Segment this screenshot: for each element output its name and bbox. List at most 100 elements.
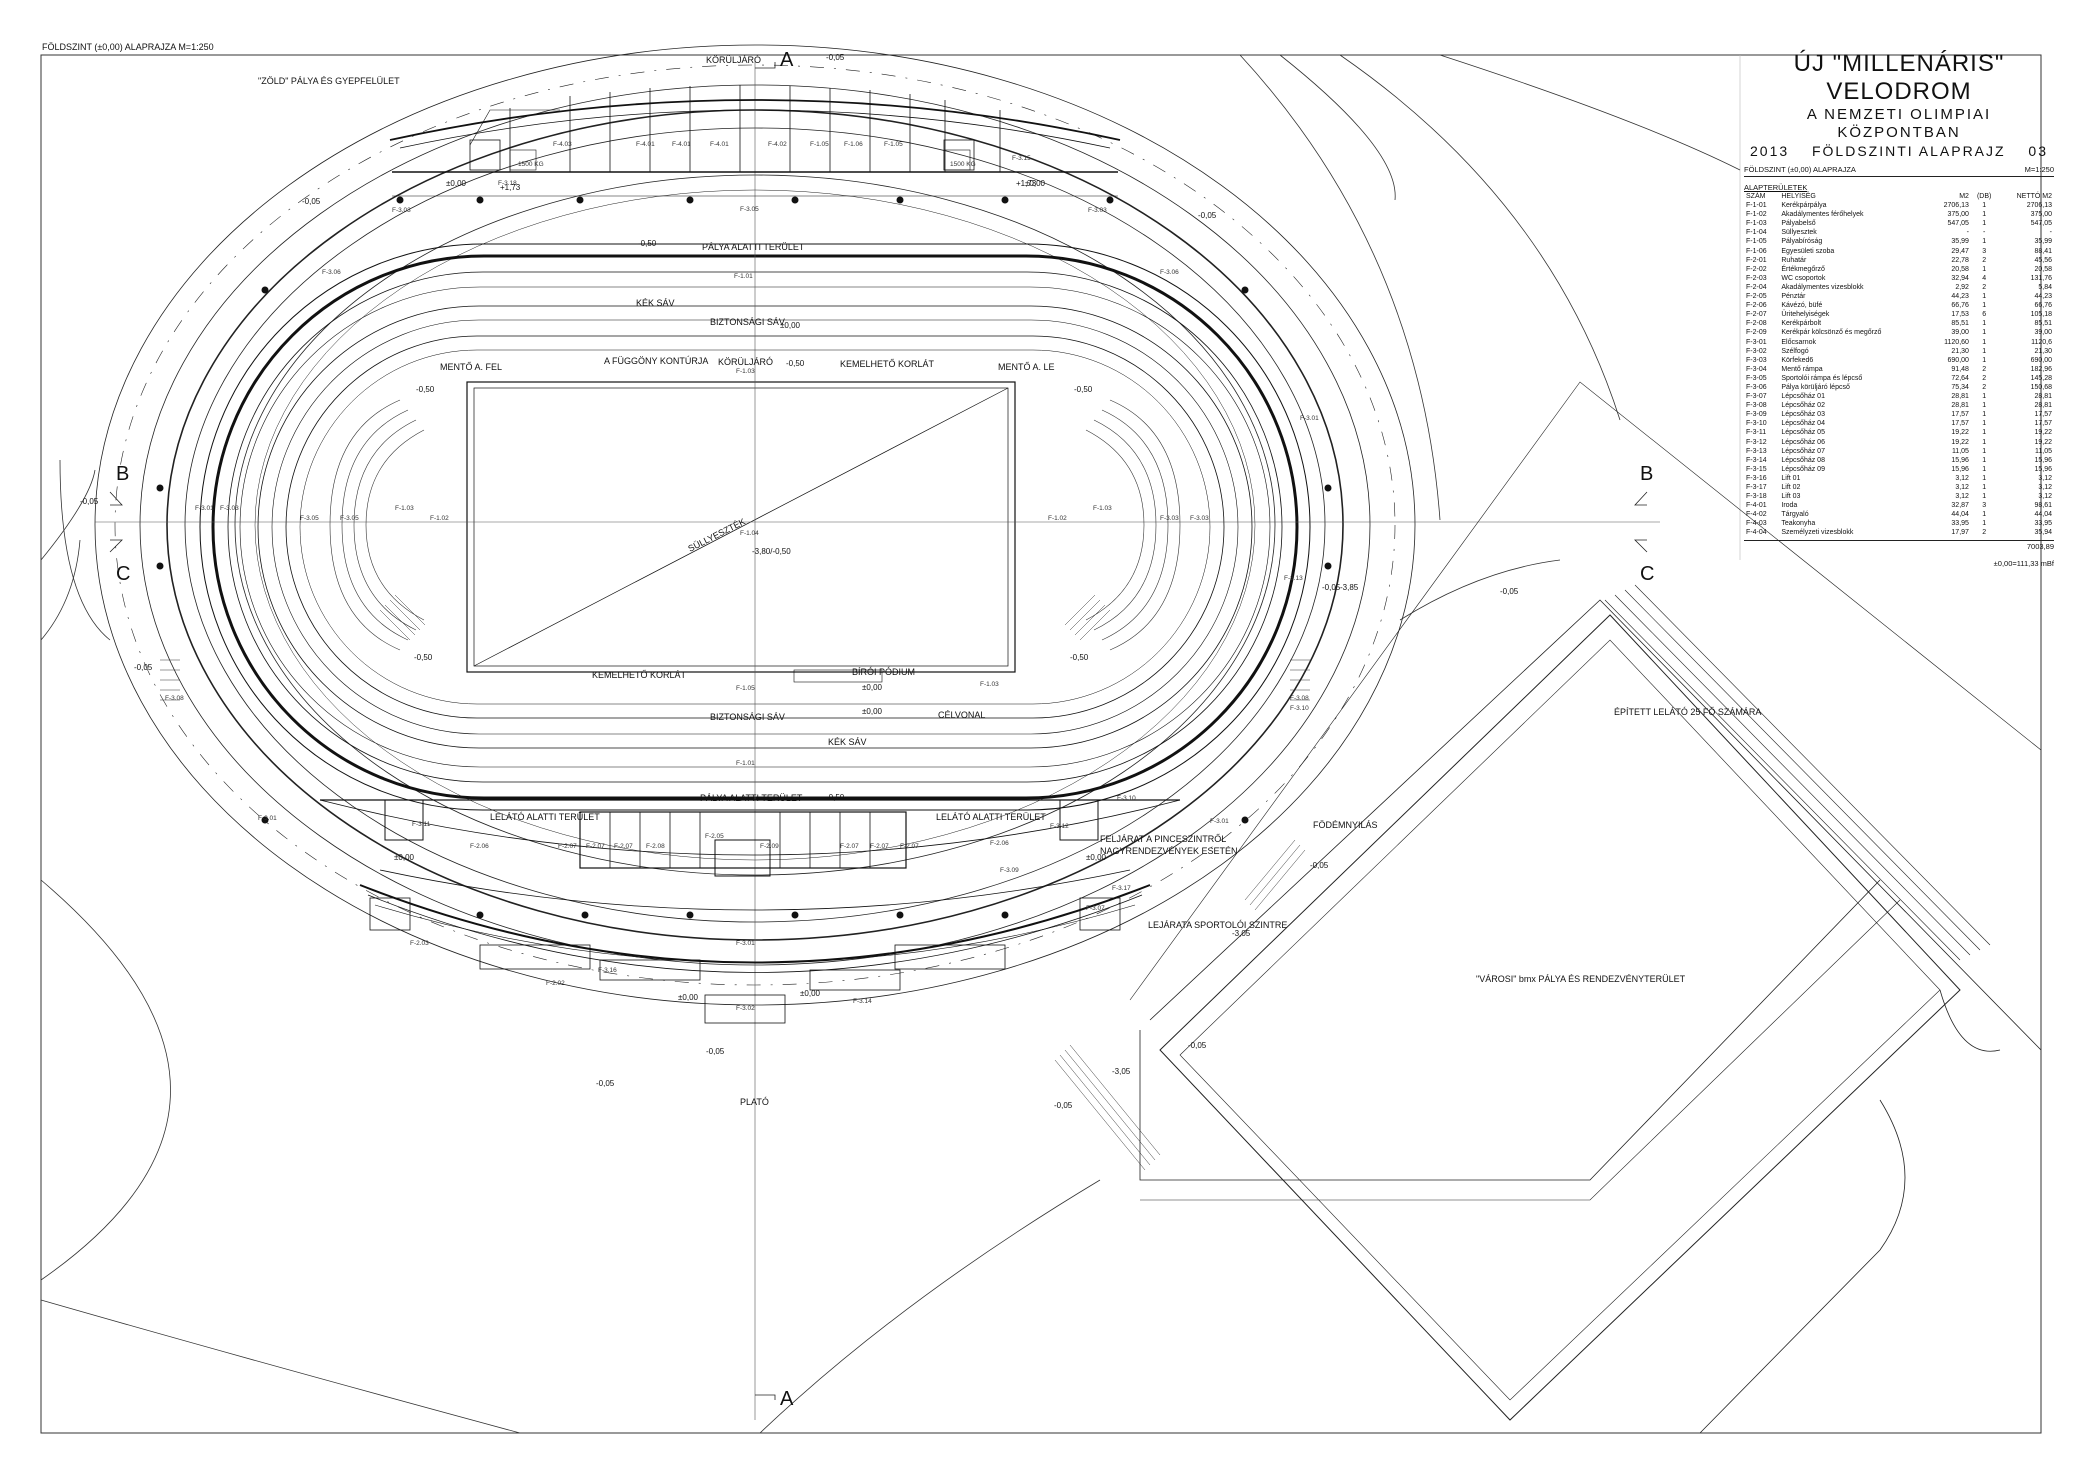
table-cell: F-2-01	[1746, 256, 1767, 264]
table-cell: 45,56	[2034, 256, 2052, 264]
room-code: F-3.07	[1086, 905, 1105, 912]
table-cell: 1	[1982, 220, 1987, 228]
room-code: F-4.02	[768, 141, 787, 148]
table-cell: Lépcsőház 06	[1781, 438, 1825, 446]
table-cell: F-3-14	[1746, 456, 1767, 464]
label-celvonal: CÉLVONAL	[938, 710, 985, 720]
table-cell: 1	[1982, 238, 1987, 246]
section-markers	[109, 62, 1648, 1400]
table-cell: 19,22	[1951, 429, 1969, 437]
table-cell: 39,00	[1951, 329, 1969, 337]
table-cell: Lépcsőház 08	[1781, 456, 1825, 464]
label-lelato-right: LELÁTÓ ALATTI TERÜLET	[936, 812, 1046, 822]
table-cell: Lépcsőház 01	[1781, 393, 1825, 401]
header-cell: SZÁM	[1746, 193, 1766, 200]
label-birio: BÍRÓI PÓDIUM	[852, 667, 915, 677]
table-cell: 1	[1982, 356, 1987, 364]
elevation-mark: -0,05	[1054, 1101, 1073, 1110]
room-code: F-3.05	[340, 515, 359, 522]
legend-subtitle-row: FÖLDSZINT (±0,00) ALAPRAJZA M=1:250	[1744, 165, 2054, 177]
table-cell: Kávézó, büfé	[1781, 302, 1823, 310]
elevation-mark: -0,05	[302, 197, 321, 206]
table-cell: F-3-15	[1746, 465, 1767, 473]
label-palya-top: PÁLYA ALATTI TERÜLET	[702, 242, 805, 252]
table-cell: F-3-12	[1746, 438, 1767, 446]
room-code: F-3.08	[1290, 695, 1309, 702]
table-cell: F-1-05	[1746, 238, 1767, 246]
table-cell: 1	[1982, 493, 1987, 501]
section-c-left: C	[116, 563, 130, 585]
room-code: F-3.10	[1290, 705, 1309, 712]
table-cell: 1	[1982, 420, 1987, 428]
table-cell: F-2-09	[1746, 329, 1767, 337]
table-cell: 28,81	[2034, 393, 2052, 401]
table-cell: Tárgyaló	[1781, 511, 1809, 519]
table-cell: Körfeked6	[1781, 356, 1814, 364]
table-cell: 1	[1982, 338, 1987, 346]
room-code: F-1.02	[1048, 515, 1067, 522]
label-mento-le: MENTŐ A. LE	[998, 362, 1055, 372]
table-cell: Ruhatár	[1781, 256, 1807, 264]
table-cell: 39,00	[2034, 329, 2052, 337]
label-biz-top: BIZTONSÁGI SÁV	[710, 317, 785, 327]
elevation-mark: -0,05	[1322, 583, 1341, 592]
elevation-mark: -3,05	[1112, 1067, 1131, 1076]
area-labels: KÖRÜLJÁRÓ "ZÖLD" PÁLYA ÉS GYEPFELÜLET PÁ…	[258, 55, 1761, 1107]
table-cell: 6	[1982, 311, 1987, 319]
elevation-mark: -3,80/-0,50	[752, 547, 791, 556]
room-code: F-1.06	[844, 141, 863, 148]
corner-title: FÖLDSZINT (±0,00) ALAPRAJZA M=1:250	[42, 42, 214, 52]
elevation-mark: -0,05	[706, 1047, 725, 1056]
table-cell: Kerékpár kölcsönző és megőrző	[1781, 329, 1882, 337]
room-code: F-1.05	[810, 141, 829, 148]
table-cell: 32,94	[1951, 274, 1969, 282]
room-code: F-2.07	[614, 843, 633, 850]
table-cell: 17,57	[1951, 411, 1969, 419]
label-lejarata: LEJÁRATA SPORTOLÓI SZINTRE	[1148, 920, 1287, 930]
table-cell: Pálya körüljáró lépcső	[1781, 383, 1850, 391]
table-cell: Lépcsőház 09	[1781, 465, 1825, 473]
header-cell: NETTÓ M2	[2016, 193, 2052, 200]
table-cell: 33,95	[1951, 520, 1969, 528]
section-a-bottom: A	[780, 1388, 794, 1410]
room-code: F-3.01	[736, 940, 755, 947]
table-cell: 15,96	[2034, 456, 2052, 464]
room-code: F-3.01	[258, 815, 277, 822]
room-code: F-2.06	[470, 843, 489, 850]
table-cell: F-3-07	[1746, 393, 1767, 401]
table-cell: 2,92	[1955, 283, 1969, 291]
table-cell: F-3-02	[1746, 347, 1767, 355]
table-cell: F-1-03	[1746, 220, 1767, 228]
table-cell: 375,00	[1947, 211, 1969, 219]
label-nagyrend: NAGYRENDEZVÉNYEK ESETÉN	[1100, 846, 1238, 856]
table-cell: 1	[1982, 302, 1987, 310]
label-biz-bot: BIZTONSÁGI SÁV	[710, 712, 785, 722]
label-palya-bot: PÁLYA ALATTI TERÜLET	[700, 793, 803, 803]
table-cell: WC csoportok	[1781, 274, 1826, 282]
elevation-reference: ±0,00=111,33 mBf	[1993, 558, 2054, 568]
table-cell: Lépcsőház 05	[1781, 429, 1825, 437]
table-cell: 3,12	[2038, 474, 2052, 482]
room-code: F-3.10	[1117, 795, 1136, 802]
sheet-year: 2013	[1750, 143, 1790, 159]
table-cell: -	[1966, 229, 1969, 237]
label-kek-top: KÉK SÁV	[636, 298, 675, 308]
table-cell: Sportolói rámpa és lépcső	[1781, 374, 1863, 382]
table-cell: 29,47	[1951, 247, 1969, 255]
table-cell: 20,58	[2034, 265, 2052, 273]
table-cell: 66,76	[1951, 302, 1969, 310]
label-kg-right: 1500 KG	[950, 161, 976, 168]
room-code: F-4.03	[553, 141, 572, 148]
table-cell: 28,81	[1951, 402, 1969, 410]
